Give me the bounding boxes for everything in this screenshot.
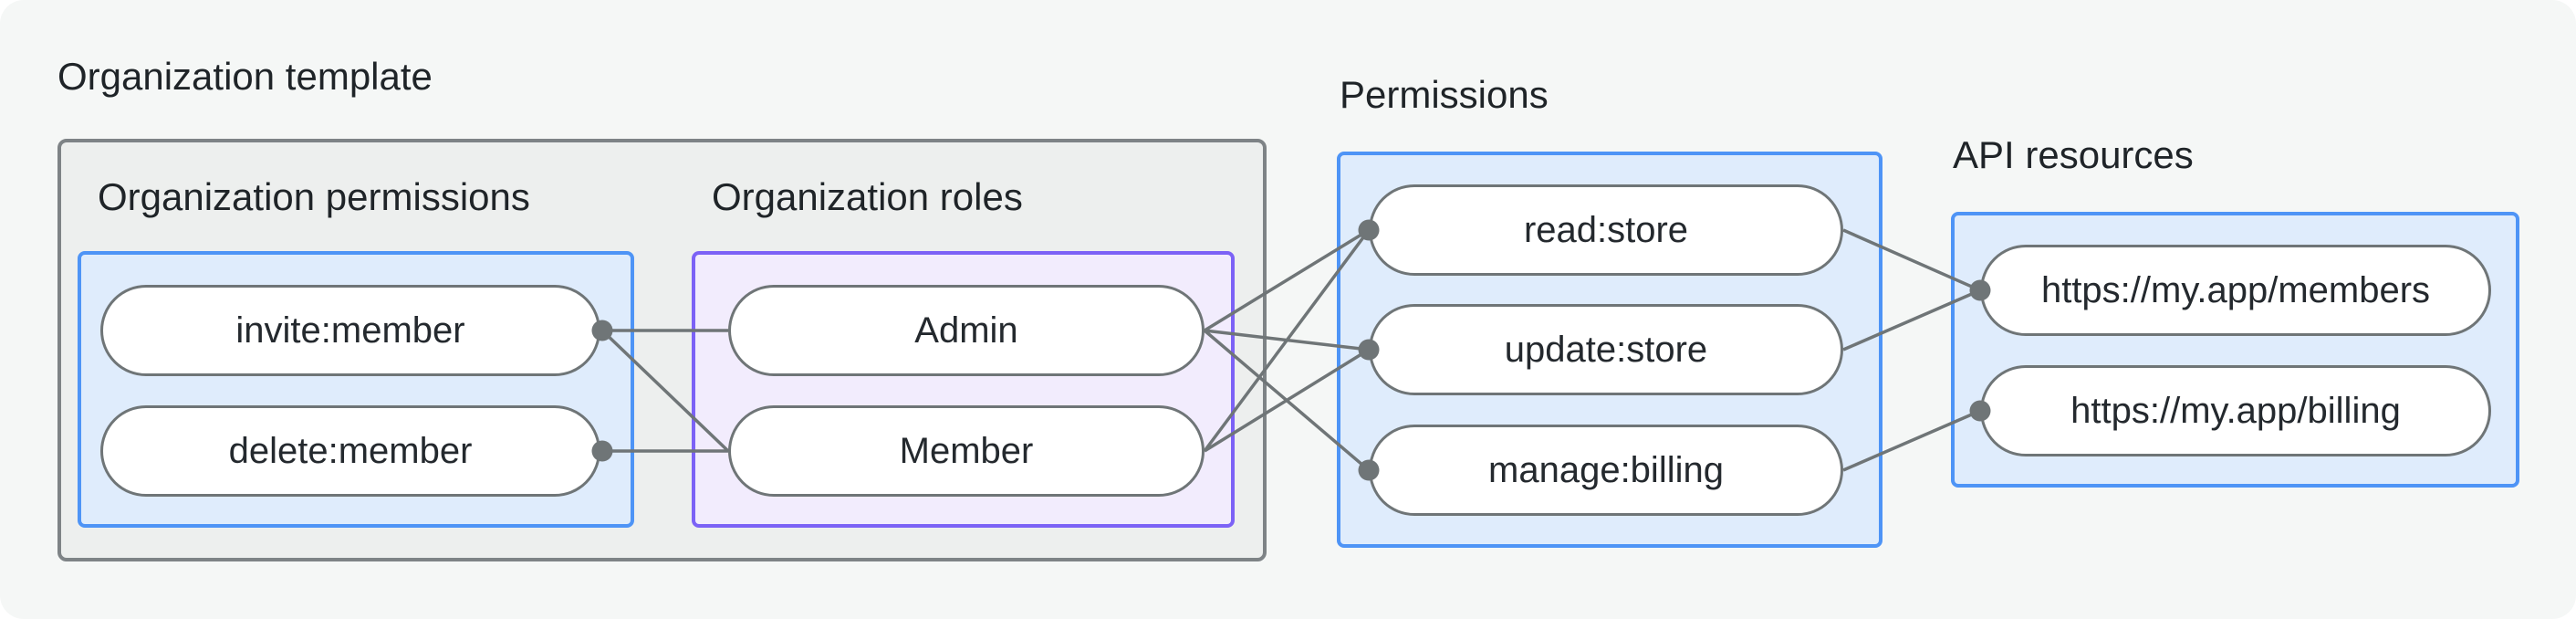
node-manage-billing: manage:billing (1369, 425, 1843, 516)
organization-template-label: Organization template (57, 55, 433, 98)
node-delete-member-label: delete:member (228, 430, 473, 471)
node-member-label: Member (899, 430, 1034, 471)
node-admin-label: Admin (914, 310, 1018, 351)
node-billing-url: https://my.app/billing (1980, 365, 2491, 456)
node-members-url-label: https://my.app/members (2040, 269, 2431, 310)
node-delete-member: delete:member (100, 405, 600, 497)
organization-roles-label: Organization roles (712, 175, 1023, 218)
node-update-store-label: update:store (1504, 329, 1708, 370)
api-resources-label: API resources (1953, 133, 2194, 176)
node-invite-member: invite:member (100, 285, 600, 376)
node-admin: Admin (728, 285, 1205, 376)
node-update-store: update:store (1369, 304, 1843, 395)
node-manage-billing-label: manage:billing (1488, 449, 1724, 490)
node-read-store-label: read:store (1523, 209, 1689, 250)
node-members-url: https://my.app/members (1980, 245, 2491, 336)
organization-permissions-label: Organization permissions (98, 175, 530, 218)
node-member: Member (728, 405, 1205, 497)
node-read-store: read:store (1369, 184, 1843, 276)
node-billing-url-label: https://my.app/billing (2070, 390, 2401, 431)
node-invite-member-label: invite:member (235, 310, 465, 351)
permissions-label: Permissions (1340, 73, 1549, 116)
